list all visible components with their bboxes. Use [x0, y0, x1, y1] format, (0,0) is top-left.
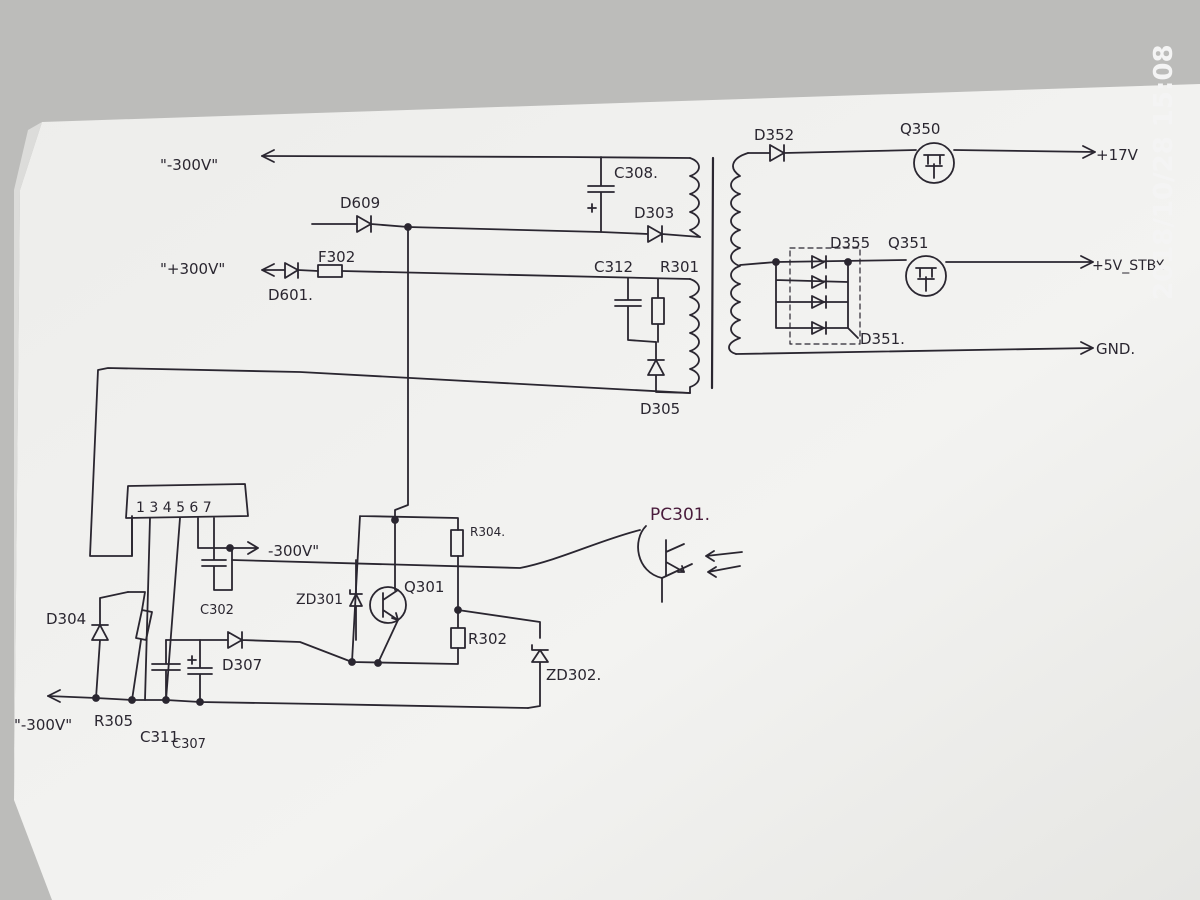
label-c308: C308.	[614, 164, 658, 182]
timestamp-overlay: 2018/10/28 15:08	[1149, 44, 1179, 300]
label-pos300: "+300V"	[160, 260, 225, 278]
label-q350: Q350	[900, 120, 940, 138]
label-d601: D601.	[268, 286, 313, 304]
capacitor-c312	[614, 277, 657, 343]
resistor-r301	[651, 278, 665, 343]
label-d351: D351.	[860, 330, 905, 348]
wire-zd302	[457, 609, 541, 639]
regulator-q351	[905, 255, 947, 297]
junction-q301-bottom	[348, 658, 356, 666]
transformer-winding-2	[689, 278, 700, 394]
wire-feedback	[89, 367, 691, 557]
transistor-q301	[369, 521, 407, 664]
label-d305: D305	[640, 400, 680, 418]
label-d307: D307	[222, 656, 262, 674]
label-d609: D609	[340, 194, 380, 212]
paper-back-edge	[14, 122, 42, 800]
diode-d305	[647, 341, 691, 394]
diode-d609	[311, 215, 409, 233]
label-pc301: PC301.	[650, 505, 710, 525]
label-gnd: GND.	[1096, 340, 1135, 358]
capacitor-c302	[201, 547, 233, 591]
optocoupler-pc301	[637, 525, 743, 603]
label-zd301: ZD301	[296, 592, 343, 608]
capacitor-c311	[151, 639, 181, 701]
resistor-r304	[450, 529, 464, 611]
wire-neg300-top	[261, 149, 691, 163]
fuse-f302	[297, 264, 691, 280]
junction-bridge-left	[772, 258, 780, 266]
diode-d304	[91, 591, 129, 699]
junction-b2	[128, 696, 136, 704]
wire-p17v	[953, 145, 1096, 159]
label-f302: F302	[318, 248, 355, 266]
transformer-winding-1	[689, 157, 701, 238]
zener-zd301	[349, 559, 363, 641]
resistor-r302	[450, 609, 466, 649]
junction-b3	[162, 696, 170, 704]
diode-d307	[199, 631, 353, 663]
label-r301: R301	[660, 258, 699, 276]
zener-zd302	[527, 644, 549, 709]
label-d303: D303	[634, 204, 674, 222]
wire-d303	[407, 225, 701, 243]
capacitor-c308	[587, 156, 615, 233]
bridge-d355-d351	[775, 247, 861, 345]
junction-emitter	[374, 659, 382, 667]
label-q351: Q351	[888, 234, 928, 252]
junction-b4	[196, 698, 204, 706]
junction-bridge-right	[844, 258, 852, 266]
label-neg300-mid: -300V"	[268, 542, 319, 560]
wire-pc301	[231, 529, 641, 569]
label-p17v: +17V	[1096, 146, 1139, 164]
ic-controller	[125, 483, 249, 701]
label-r305: R305	[94, 712, 133, 730]
label-d352: D352	[754, 126, 794, 144]
paper-sheet	[14, 84, 1200, 900]
label-d355: D355	[830, 234, 870, 252]
label-neg300-bottom: "-300V"	[14, 716, 72, 734]
label-r302: R302	[468, 630, 507, 648]
diode-d601	[261, 262, 299, 279]
resistor-r305	[127, 591, 153, 701]
diode-d352	[747, 144, 917, 162]
label-zd302: ZD302.	[546, 666, 601, 684]
label-c312: C312	[594, 258, 633, 276]
transformer-core	[710, 156, 715, 390]
label-c307: C307	[172, 737, 206, 752]
regulator-q350	[913, 142, 955, 184]
wire-p5vstby	[945, 255, 1094, 269]
label-c311: C311	[140, 728, 179, 746]
label-q301: Q301	[404, 578, 444, 596]
label-ic-pins: 1 3 4 5 6 7	[136, 500, 212, 516]
label-c302: C302	[200, 603, 234, 618]
wire-gnd	[735, 341, 1094, 355]
wire-d609-down	[394, 226, 409, 521]
label-neg300-top: "-300V"	[160, 156, 218, 174]
label-r304: R304.	[470, 525, 505, 539]
transformer-secondary	[728, 152, 749, 355]
label-p5vstby: +5V_STBY.	[1092, 258, 1166, 274]
label-d304: D304	[46, 610, 86, 628]
junction-b1	[92, 694, 100, 702]
